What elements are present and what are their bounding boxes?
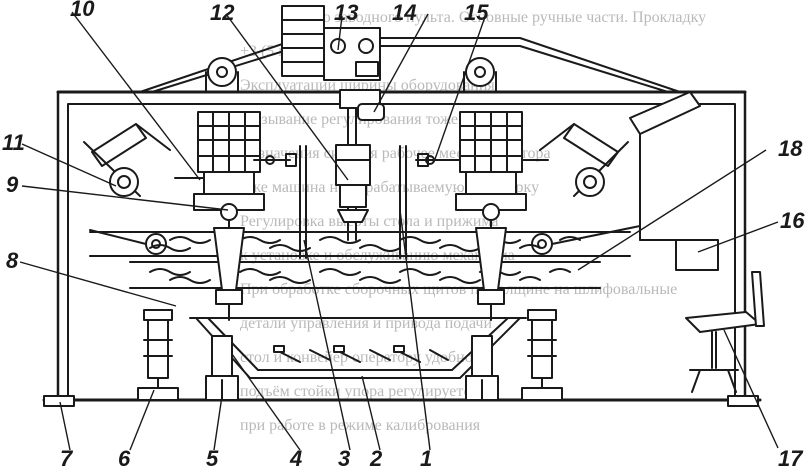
left-head-assembly: [174, 111, 297, 321]
callout-10: 10: [70, 0, 95, 21]
top-motor: [281, 5, 381, 81]
top-pulley-right: [463, 57, 497, 93]
background-text-line: ного заводного пульта. Основные ручные ч…: [300, 9, 706, 26]
feed-roller-left: [89, 229, 167, 255]
background-text-line: при работе в режиме калибрования: [240, 417, 481, 434]
center-spindle: [335, 89, 385, 241]
callout-13: 13: [334, 0, 358, 25]
background-text-line: При обработке сборочных щитов по толщине…: [240, 281, 677, 298]
callout-12: 12: [210, 0, 235, 25]
callout-15: 15: [464, 0, 489, 25]
callout-5: 5: [206, 446, 219, 471]
callout-14: 14: [392, 0, 416, 25]
callout-11: 11: [2, 130, 25, 155]
workpiece-panel: [89, 231, 631, 289]
operator-seat: [685, 271, 765, 393]
machine-frame: [42, 90, 762, 407]
callout-18: 18: [778, 136, 803, 161]
support-cones: [213, 227, 507, 305]
background-text-line: Уже машина не обрабатываемую переборку: [240, 179, 539, 196]
top-pulley-left: [205, 57, 239, 93]
background-text-line: детали управления и привода подачи: [240, 315, 492, 332]
callout-9: 9: [6, 172, 19, 197]
background-text-line: Эксплуатации ширины оборудования: [240, 77, 495, 94]
callout-17: 17: [778, 446, 804, 471]
callout-leader-lines: [19, 11, 779, 451]
callout-6: 6: [118, 446, 131, 471]
callout-8: 8: [6, 248, 19, 273]
right-pressure-cylinder: [539, 123, 629, 197]
guide-rods: [299, 145, 407, 259]
background-text-line: подъём стойки упора регулируется: [240, 383, 479, 400]
background-text-line: Регулировка высоты стола и прижима: [240, 213, 499, 230]
lifting-jack-right: [521, 309, 563, 401]
callout-3: 3: [338, 446, 350, 471]
callout-7: 7: [60, 446, 74, 471]
lower-pillars: [205, 335, 499, 401]
feed-roller-right: [531, 225, 641, 255]
callout-16: 16: [780, 208, 805, 233]
callout-4: 4: [289, 446, 302, 471]
callout-1: 1: [420, 446, 432, 471]
lifting-jack-left: [137, 309, 179, 401]
callout-2: 2: [369, 446, 383, 471]
control-console: [629, 91, 719, 271]
left-pressure-cylinder: [83, 123, 171, 197]
